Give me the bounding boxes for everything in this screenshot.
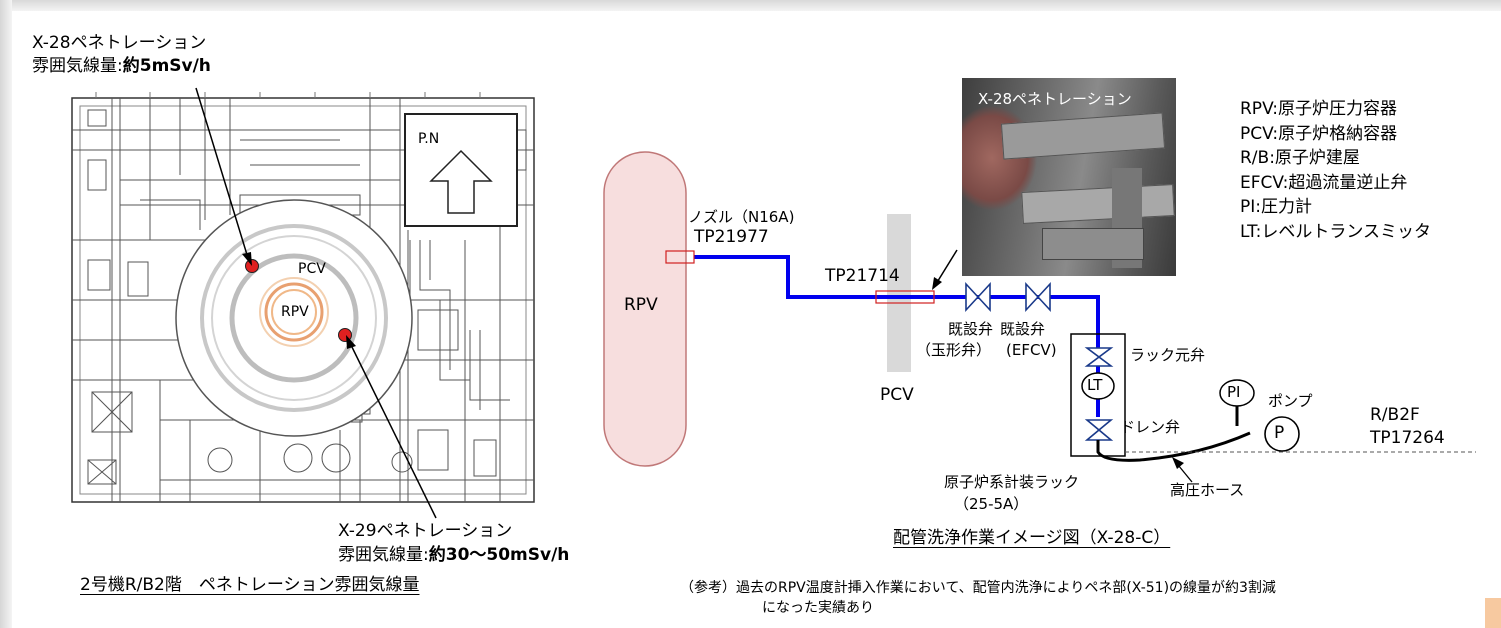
rpv-vessel-label: RPV [624,295,658,316]
pi-label: PI [1227,383,1240,402]
lt-label: LT [1087,376,1102,395]
reference-note-line2: になった実績あり [762,599,874,617]
abbreviation-legend: RPV:原子炉圧力容器 PCV:原子炉格納容器 R/B:原子炉建屋 EFCV:超… [1240,97,1431,244]
floor-tp: TP17264 [1370,428,1445,449]
valve1-label: 既設弁 [948,320,993,339]
legend-item: EFCV:超過流量逆止弁 [1240,171,1431,196]
nozzle-tp: TP21977 [694,227,769,248]
valve1-type: （玉形弁） [916,341,991,360]
rack-root-valve-label: ラック元弁 [1130,346,1205,365]
rack-id: （25-5A） [954,495,1028,514]
page-corner-tab [1485,598,1501,628]
pump-label: ポンプ [1268,392,1313,411]
valve2-type: (EFCV) [1006,341,1057,360]
nozzle-label: ノズル（N16A) [688,208,794,227]
legend-item: PCV:原子炉格納容器 [1240,122,1431,147]
valve2-label: 既設弁 [1000,320,1045,339]
legend-item: LT:レベルトランスミッタ [1240,220,1431,245]
hose-label: 高圧ホース [1170,481,1244,500]
pcv-tp: TP21714 [825,266,900,287]
reference-note-line1: （参考）過去のRPV温度計挿入作業において、配管内洗浄によりペネ部(X-51)の… [680,579,1276,597]
floor-label: R/B2F [1370,405,1420,426]
pcv-wall [887,214,911,372]
pcv-label: PCV [880,385,914,406]
legend-item: PI:圧力計 [1240,195,1431,220]
photo-label: X-28ペネトレーション [978,88,1132,109]
drain-valve-label: ドレン弁 [1120,418,1180,437]
pump-symbol-label: P [1274,423,1284,444]
rack-name: 原子炉系計装ラック [944,473,1079,492]
x28-penetration-photo: X-28ペネトレーション [962,78,1176,276]
legend-item: RPV:原子炉圧力容器 [1240,97,1431,122]
schematic-caption: 配管洗浄作業イメージ図（X-28-C） [893,528,1170,549]
legend-item: R/B:原子炉建屋 [1240,146,1431,171]
